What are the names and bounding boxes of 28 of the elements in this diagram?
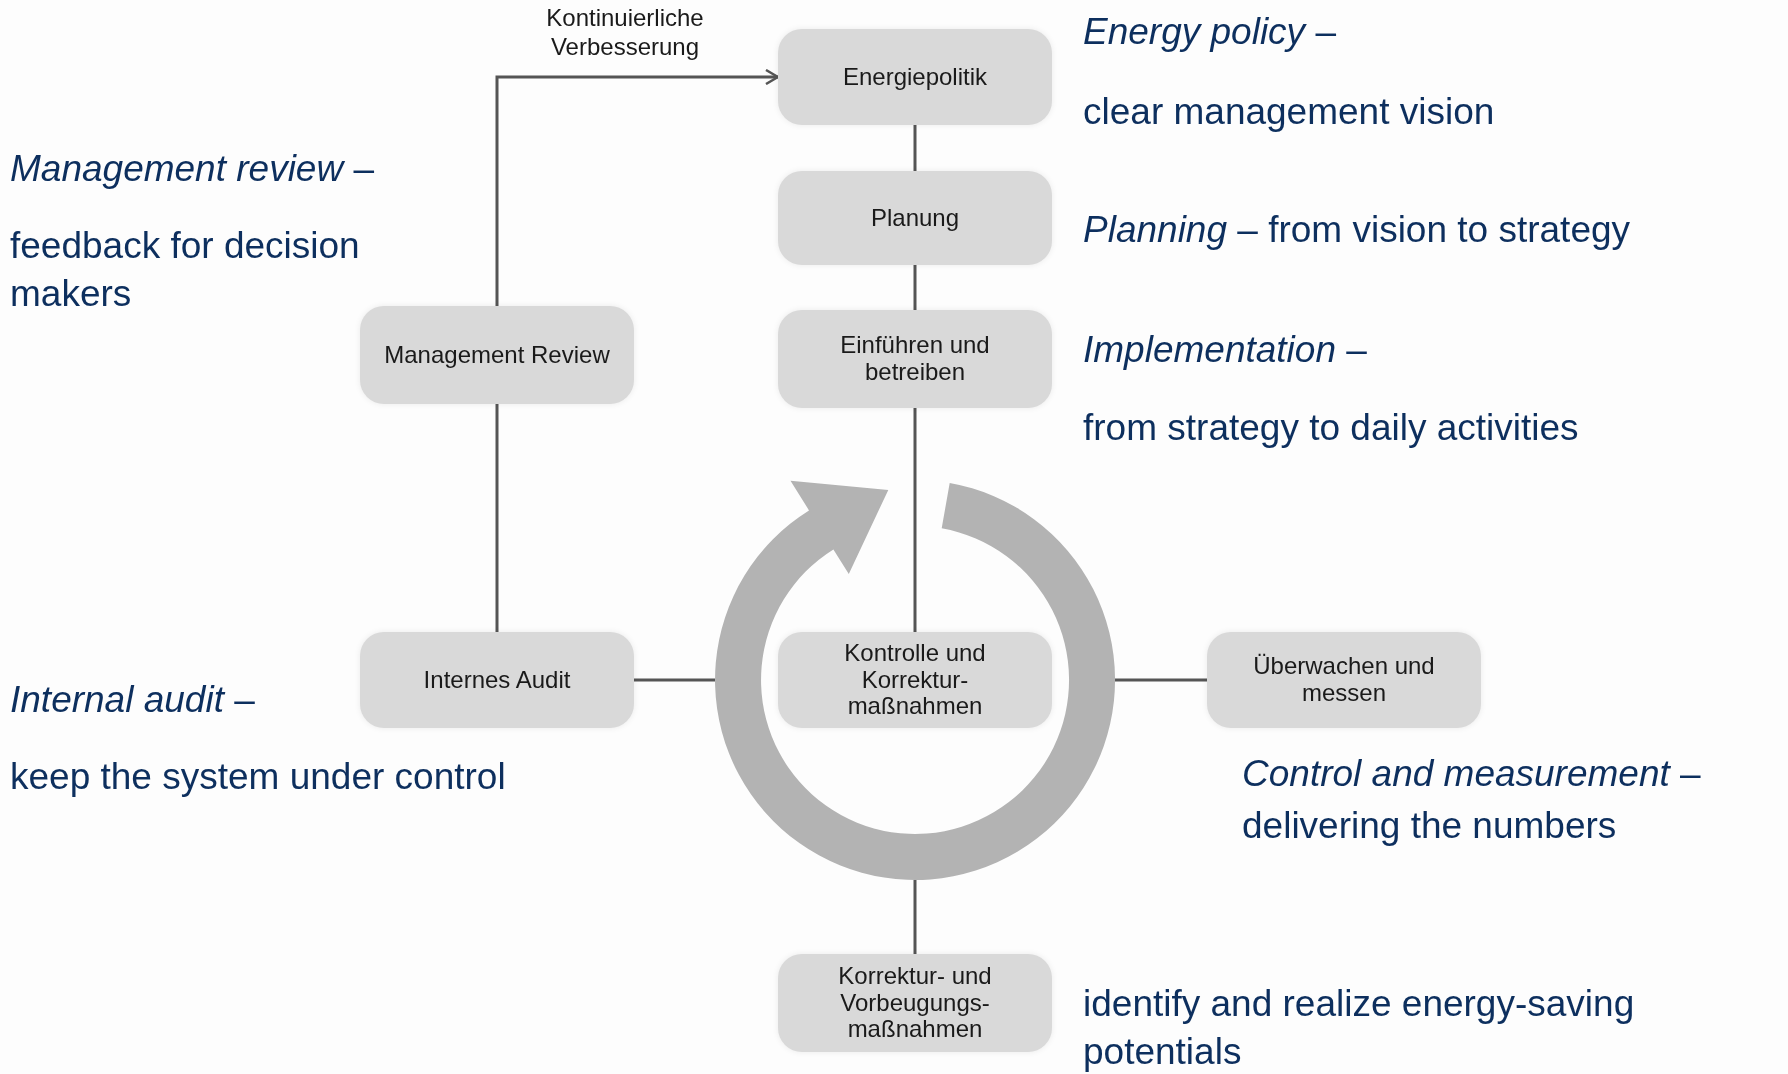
arrow <box>495 68 780 306</box>
connector-line <box>913 408 917 632</box>
process-box: Internes Audit <box>360 632 634 728</box>
annotation-text: Planning – from vision to strategy <box>1083 208 1631 252</box>
annotation-text: feedback for decision makers <box>10 224 361 317</box>
connector-line <box>634 678 715 682</box>
process-box: Überwachen und messen <box>1207 632 1481 728</box>
process-box: Planung <box>778 171 1052 265</box>
connector-line <box>1115 678 1207 682</box>
process-box: Energiepolitik <box>778 29 1052 125</box>
annotation-text: keep the system under control <box>10 755 506 799</box>
connector-line <box>913 125 917 171</box>
annotation-text: Control and measurement – <box>1242 752 1701 796</box>
process-box: Einführen und betreiben <box>778 310 1052 408</box>
annotation-text: Energy policy – <box>1083 10 1336 54</box>
annotation-text: identify and realize energy-saving potentials <box>1083 982 1636 1074</box>
process-box: Korrektur- und Vorbeugungs-maßnahmen <box>778 954 1052 1052</box>
annotation-text: Management review – <box>10 147 375 191</box>
annotation-text: delivering the numbers <box>1242 804 1617 848</box>
annotation-text: clear management vision <box>1083 90 1495 134</box>
annotation-text: Implementation – <box>1083 328 1367 372</box>
connector-line <box>913 265 917 310</box>
connector-line <box>913 880 917 954</box>
process-box: Management Review <box>360 306 634 404</box>
process-box: Kontrolle und Korrektur-maßnahmen <box>778 632 1052 728</box>
connector-line <box>495 404 499 632</box>
annotation-text: Internal audit – <box>10 678 255 722</box>
annotation-text: from strategy to daily activities <box>1083 406 1579 450</box>
